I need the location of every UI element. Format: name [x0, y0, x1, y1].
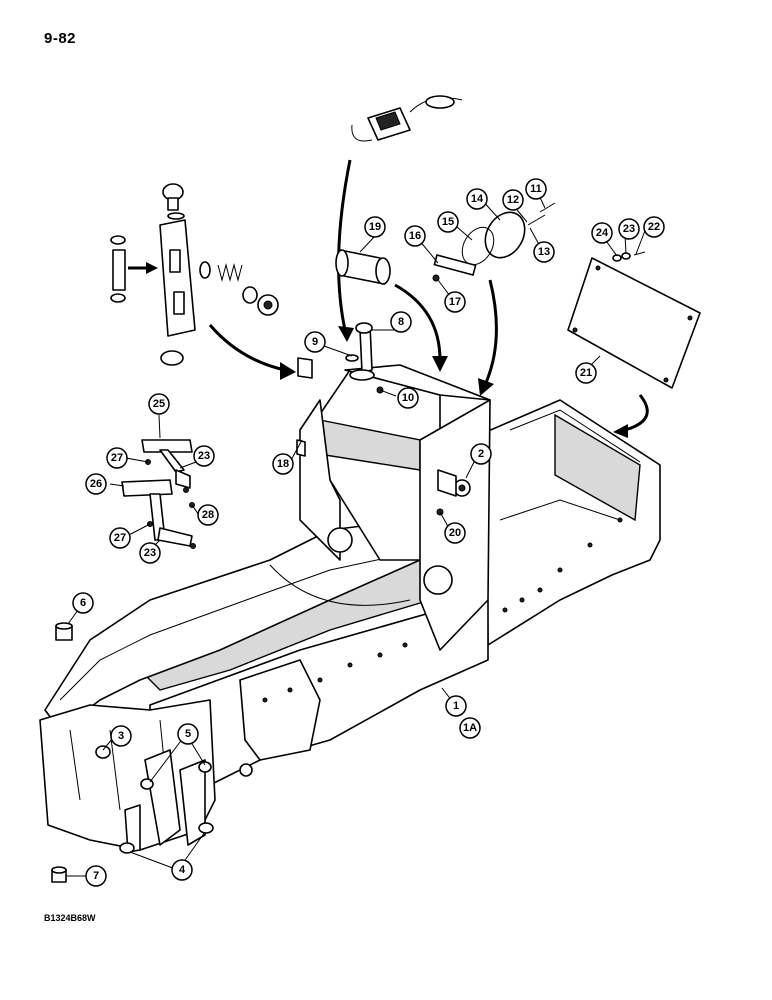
svg-text:5: 5 — [185, 728, 191, 740]
svg-text:12: 12 — [507, 194, 519, 206]
callout-13: 13 — [533, 241, 555, 263]
cover-plate — [567, 251, 701, 438]
filler-cap-padlock — [337, 95, 463, 342]
callout-25: 25 — [148, 393, 170, 415]
svg-text:2: 2 — [478, 448, 484, 460]
callout-23-low: 23 — [139, 542, 161, 564]
svg-text:27: 27 — [114, 532, 126, 544]
callout-28: 28 — [197, 504, 219, 526]
callout-20: 20 — [444, 522, 466, 544]
svg-text:25: 25 — [153, 398, 165, 410]
svg-text:9: 9 — [312, 336, 318, 348]
callout-3: 3 — [110, 725, 132, 747]
svg-text:17: 17 — [449, 296, 461, 308]
tank-cover — [432, 202, 556, 396]
callout-7: 7 — [85, 865, 107, 887]
pedal-assembly — [121, 439, 196, 549]
svg-text:18: 18 — [277, 458, 289, 470]
callout-27-top: 27 — [106, 447, 128, 469]
svg-text:26: 26 — [90, 478, 102, 490]
svg-text:3: 3 — [118, 730, 124, 742]
callout-9: 9 — [304, 331, 326, 353]
svg-text:7: 7 — [93, 870, 99, 882]
svg-text:20: 20 — [449, 527, 461, 539]
callout-21: 21 — [575, 362, 597, 384]
callout-22: 22 — [643, 216, 665, 238]
callout-8: 8 — [390, 311, 412, 333]
svg-text:10: 10 — [402, 392, 414, 404]
callout-17: 17 — [444, 291, 466, 313]
svg-text:11: 11 — [530, 183, 542, 195]
callout-15: 15 — [437, 211, 459, 233]
callout-5: 5 — [177, 723, 199, 745]
svg-text:27: 27 — [111, 452, 123, 464]
callout-12: 12 — [502, 189, 524, 211]
filter-element — [335, 249, 448, 372]
small-parts — [51, 439, 471, 883]
control-valve-assembly — [110, 183, 313, 380]
callout-23-top: 23 — [618, 218, 640, 240]
callouts: 1 1A 2 3 4 5 6 7 8 9 10 11 12 13 14 15 1… — [72, 178, 665, 887]
callout-10: 10 — [397, 387, 419, 409]
callout-1: 1 — [445, 695, 467, 717]
callout-1a: 1A — [459, 717, 481, 739]
svg-text:19: 19 — [369, 221, 381, 233]
callout-24: 24 — [591, 222, 613, 244]
svg-text:28: 28 — [202, 509, 214, 521]
callout-18: 18 — [272, 453, 294, 475]
svg-text:23: 23 — [623, 223, 635, 235]
svg-text:22: 22 — [648, 221, 660, 233]
callout-23-mid: 23 — [193, 445, 215, 467]
svg-text:21: 21 — [580, 367, 592, 379]
svg-text:4: 4 — [179, 864, 186, 876]
callout-26: 26 — [85, 473, 107, 495]
callout-6: 6 — [72, 592, 94, 614]
callout-19: 19 — [364, 216, 386, 238]
main-frame — [39, 364, 661, 853]
svg-text:6: 6 — [80, 597, 86, 609]
page-number: 9-82 — [44, 30, 77, 47]
callout-11: 11 — [525, 178, 547, 200]
svg-text:24: 24 — [596, 227, 609, 239]
svg-text:1: 1 — [453, 700, 459, 712]
svg-text:13: 13 — [538, 246, 550, 258]
callout-27-low: 27 — [109, 527, 131, 549]
callout-14: 14 — [466, 188, 488, 210]
svg-text:15: 15 — [442, 216, 454, 228]
svg-text:8: 8 — [398, 316, 404, 328]
svg-text:23: 23 — [144, 547, 156, 559]
figure-code: B1324B68W — [44, 913, 96, 923]
callout-16: 16 — [404, 225, 426, 247]
svg-text:1A: 1A — [463, 722, 477, 734]
callout-4: 4 — [171, 859, 193, 881]
svg-text:14: 14 — [471, 193, 484, 205]
filler-neck — [345, 322, 384, 394]
svg-text:16: 16 — [409, 230, 421, 242]
svg-text:23: 23 — [198, 450, 210, 462]
callout-2: 2 — [470, 443, 492, 465]
